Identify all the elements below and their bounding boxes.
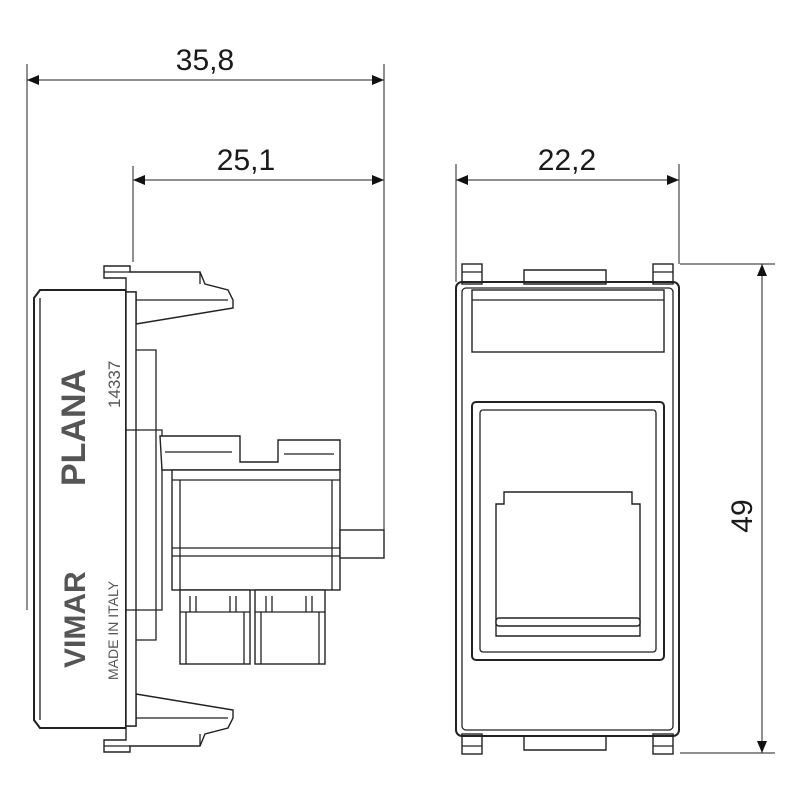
dimension-module-width: 22,2 <box>455 144 680 282</box>
top-clip-left <box>461 263 483 285</box>
top-center-tab <box>523 269 607 285</box>
idc-terminals <box>179 589 326 665</box>
brand-logo: VIMAR <box>59 571 92 668</box>
part-number: 14337 <box>105 361 124 408</box>
front-view <box>455 263 680 755</box>
housing-block <box>159 435 341 471</box>
bottom-center-tab <box>523 735 607 751</box>
dimension-body-depth: 25,1 <box>132 144 384 262</box>
socket-contact-strip <box>495 617 641 627</box>
rear-pin <box>339 529 385 559</box>
dimension-label-body-depth: 25,1 <box>217 144 275 177</box>
bottom-clip-left <box>461 733 483 755</box>
top-clip-right <box>652 263 674 285</box>
dimension-label-module-width: 22,2 <box>538 144 596 177</box>
series-name: PLANA <box>55 369 93 486</box>
side-view: PLANA 14337 VIMAR MADE IN ITALY <box>33 265 385 753</box>
lower-claw <box>103 693 234 753</box>
socket-opening <box>495 491 641 637</box>
mounting-frame <box>125 291 137 727</box>
dimension-label-overall-depth: 35,8 <box>176 44 234 77</box>
origin-marking: MADE IN ITALY <box>105 580 121 680</box>
module-body <box>455 281 680 737</box>
dimension-overall-depth: 35,8 <box>26 44 385 610</box>
dimension-module-height: 49 <box>680 263 775 754</box>
upper-claw <box>103 265 234 325</box>
top-window <box>471 289 665 353</box>
dimension-label-module-height: 49 <box>726 499 759 532</box>
connector-body <box>171 469 341 591</box>
bottom-clip-right <box>652 733 674 755</box>
keystone-frame <box>471 401 665 661</box>
